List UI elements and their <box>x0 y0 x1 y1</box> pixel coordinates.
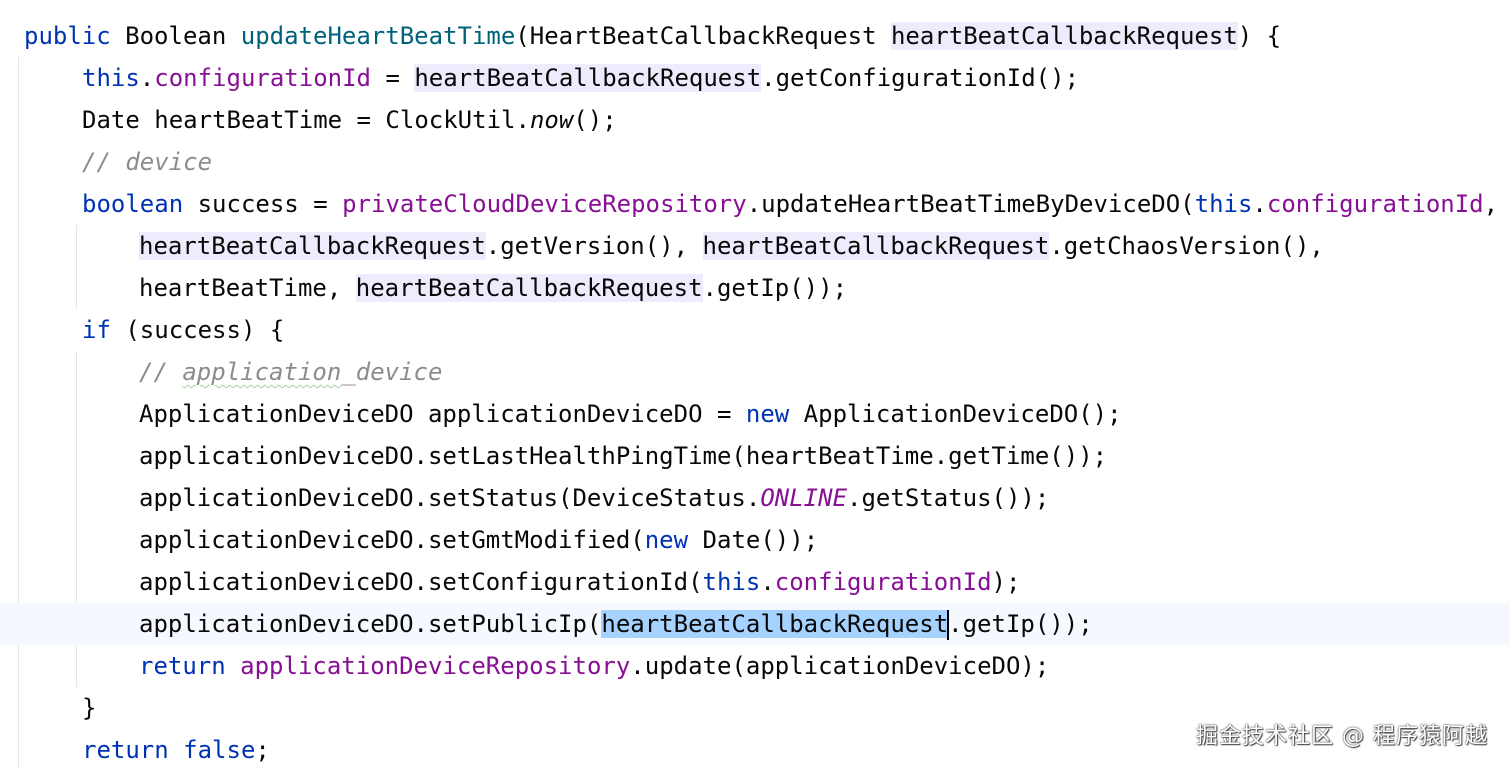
indent-guide <box>18 57 19 768</box>
indent-guide <box>76 351 77 687</box>
token-text: (); <box>573 106 617 134</box>
token-keyword: this <box>82 64 140 92</box>
token-text: } <box>82 694 97 722</box>
code-line[interactable]: this.configurationId = heartBeatCallback… <box>0 57 1510 99</box>
code-line[interactable]: heartBeatTime, heartBeatCallbackRequest.… <box>0 267 1510 309</box>
token-param-usage: heartBeatCallbackRequest <box>414 64 762 92</box>
token-text: Date()); <box>688 526 819 554</box>
token-text: .getChaosVersion(), <box>1049 232 1324 260</box>
token-keyword: return <box>82 736 169 764</box>
indent-guide <box>76 225 77 309</box>
token-text: ); <box>991 568 1021 596</box>
token-text: ApplicationDeviceDO applicationDeviceDO … <box>139 400 746 428</box>
token-text: .getVersion(), <box>485 232 703 260</box>
token-field: configurationId <box>1266 190 1484 218</box>
token-keyword: if <box>82 316 111 344</box>
token-text: .getIp()); <box>702 274 848 302</box>
code-line[interactable]: Date heartBeatTime = ClockUtil.now(); <box>0 99 1510 141</box>
code-line[interactable]: applicationDeviceDO.setConfigurationId(t… <box>0 561 1510 603</box>
text-caret <box>947 610 950 640</box>
token-text: .update(applicationDeviceDO); <box>630 652 1050 680</box>
code-line[interactable]: public Boolean updateHeartBeatTime(Heart… <box>0 15 1510 57</box>
token-param-usage: heartBeatCallbackRequest <box>139 232 486 260</box>
token-comment: // <box>139 358 183 386</box>
token-text: success = <box>183 190 343 218</box>
token-text: (HeartBeatCallbackRequest <box>515 22 891 50</box>
token-field: configurationId <box>774 568 992 596</box>
token-comment: // device <box>82 148 213 176</box>
token-text: = <box>371 64 415 92</box>
code-line[interactable]: } <box>0 687 1510 729</box>
token-param-usage: heartBeatCallbackRequest <box>890 22 1238 50</box>
token-text: applicationDeviceDO.setLastHealthPingTim… <box>139 442 1108 470</box>
code-line[interactable]: applicationDeviceDO.setLastHealthPingTim… <box>0 435 1510 477</box>
token-field: privateCloudDeviceRepository <box>342 190 747 218</box>
token-keyword: new <box>644 526 689 554</box>
token-text: .getStatus()); <box>847 484 1050 512</box>
token-comment-typo: application <box>182 358 342 386</box>
code-line[interactable]: heartBeatCallbackRequest.getVersion(), h… <box>0 225 1510 267</box>
token-text: .getIp()); <box>948 610 1093 638</box>
token-text: applicationDeviceDO.setPublicIp( <box>139 610 602 638</box>
token-text: heartBeatTime, <box>139 274 356 302</box>
token-keyword: new <box>745 400 790 428</box>
token-text: . <box>760 568 775 596</box>
code-line[interactable]: // device <box>0 141 1510 183</box>
token-keyword: public <box>24 22 111 50</box>
code-line-current[interactable]: applicationDeviceDO.setPublicIp(heartBea… <box>0 603 1510 645</box>
token-text: ) { <box>1237 22 1282 50</box>
token-text: Boolean <box>110 22 241 50</box>
token-keyword: this <box>1194 190 1253 218</box>
token-text <box>226 652 240 680</box>
token-keyword: boolean <box>82 190 184 218</box>
code-line[interactable]: return false; <box>0 729 1510 768</box>
token-param-usage: heartBeatCallbackRequest <box>702 232 1050 260</box>
token-field: configurationId <box>154 64 371 92</box>
token-static-call: now <box>529 106 574 134</box>
token-keyword: this <box>702 568 761 596</box>
token-param-usage: heartBeatCallbackRequest <box>355 274 703 302</box>
token-text: .getConfigurationId(); <box>761 64 1080 92</box>
token-method-name: updateHeartBeatTime <box>240 22 516 50</box>
code-line[interactable]: applicationDeviceDO.setStatus(DeviceStat… <box>0 477 1510 519</box>
token-text: . <box>139 64 155 92</box>
token-text: ; <box>255 736 270 764</box>
token-text: Date heartBeatTime = ClockUtil. <box>82 106 530 134</box>
code-line[interactable]: ApplicationDeviceDO applicationDeviceDO … <box>0 393 1510 435</box>
token-selected: heartBeatCallbackRequest <box>601 610 949 638</box>
token-keyword: false <box>183 736 256 764</box>
token-text: applicationDeviceDO.setStatus(DeviceStat… <box>139 484 761 512</box>
token-text: applicationDeviceDO.setConfigurationId( <box>139 568 703 596</box>
token-text: (success) { <box>110 316 285 344</box>
token-field: applicationDeviceRepository <box>240 652 631 680</box>
token-text <box>169 736 183 764</box>
code-line[interactable]: if (success) { <box>0 309 1510 351</box>
token-comment: _device <box>341 358 443 386</box>
token-text: , <box>1483 190 1499 218</box>
token-text: . <box>1252 190 1267 218</box>
token-keyword: return <box>139 652 226 680</box>
code-line[interactable]: // application_device <box>0 351 1510 393</box>
token-enum-constant: ONLINE <box>760 484 848 512</box>
token-text: applicationDeviceDO.setGmtModified( <box>139 526 645 554</box>
code-line[interactable]: return applicationDeviceRepository.updat… <box>0 645 1510 687</box>
code-line[interactable]: applicationDeviceDO.setGmtModified(new D… <box>0 519 1510 561</box>
watermark: 掘金技术社区 @ 程序猿阿越 <box>1196 724 1488 749</box>
token-text: ApplicationDeviceDO(); <box>789 400 1122 428</box>
code-line[interactable]: boolean success = privateCloudDeviceRepo… <box>0 183 1510 225</box>
token-text: .updateHeartBeatTimeByDeviceDO( <box>746 190 1195 218</box>
